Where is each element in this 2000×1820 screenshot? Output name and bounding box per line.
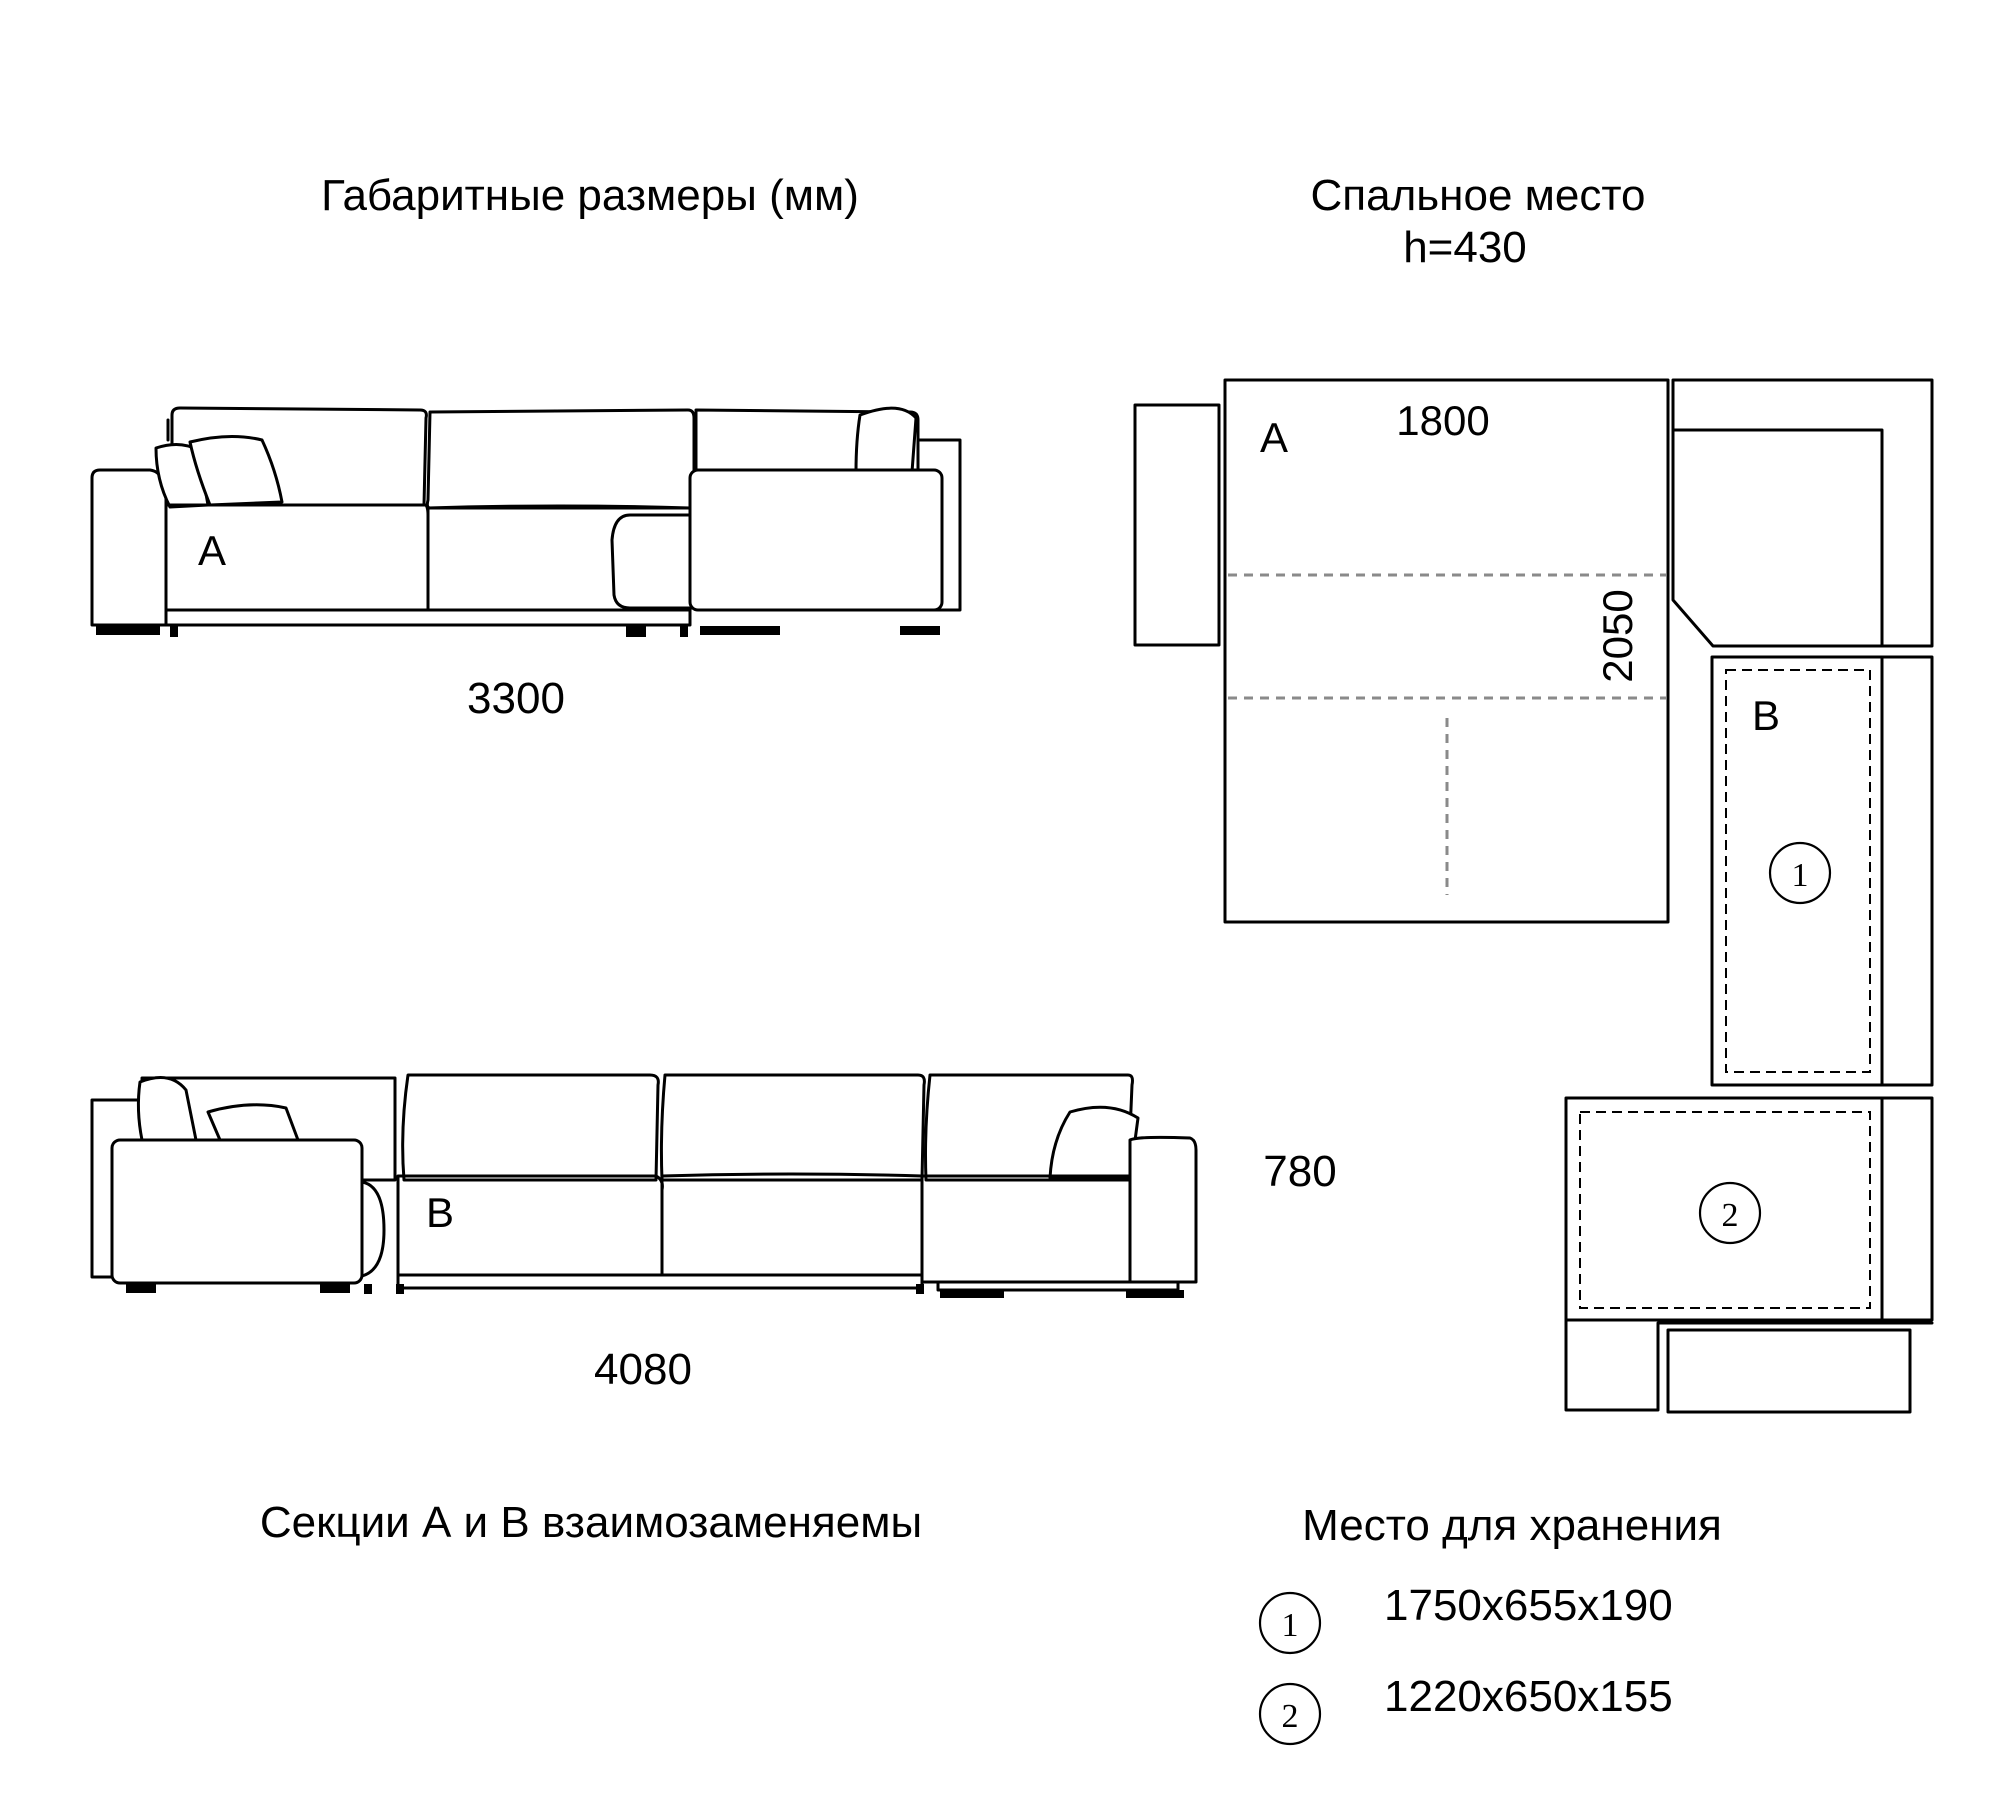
sleeping-height-label: h=430 [1403,223,1527,272]
interchangeable-note: Секции А и В взаимозаменяемы [260,1498,922,1547]
storage-item-2-marker: 2 [1282,1698,1299,1735]
storage-item-2: 2 1220x650x155 [1258,1672,1673,1746]
front-view-sofa-b: B [90,1073,1198,1298]
plan-section-b-label: B [1752,692,1780,739]
dimensions-title: Габаритные размеры (мм) [321,171,859,220]
storage-item-2-size: 1220x650x155 [1384,1672,1673,1721]
storage-marker-2-plan: 2 [1722,1197,1739,1234]
width-3300-label: 3300 [467,674,565,723]
sleeping-area-title: Спальное место [1311,171,1646,220]
bed-length-label: 2050 [1594,589,1641,682]
section-b-front-label: B [426,1189,454,1236]
section-a-front-label: A [198,527,226,574]
storage-item-1-marker: 1 [1282,1607,1299,1644]
bed-width-label: 1800 [1396,397,1489,444]
storage-marker-1-plan: 1 [1792,857,1809,894]
front-view-sofa-a: A [90,406,962,637]
storage-item-1: 1 1750x655x190 [1258,1581,1673,1655]
storage-item-1-size: 1750x655x190 [1384,1581,1673,1630]
width-4080-label: 4080 [594,1345,692,1394]
plan-view: A 1800 2050 B 1 2 [1133,378,1934,1414]
storage-title: Место для хранения [1302,1501,1722,1550]
plan-section-a-label: A [1260,414,1288,461]
height-780-label: 780 [1263,1147,1336,1196]
